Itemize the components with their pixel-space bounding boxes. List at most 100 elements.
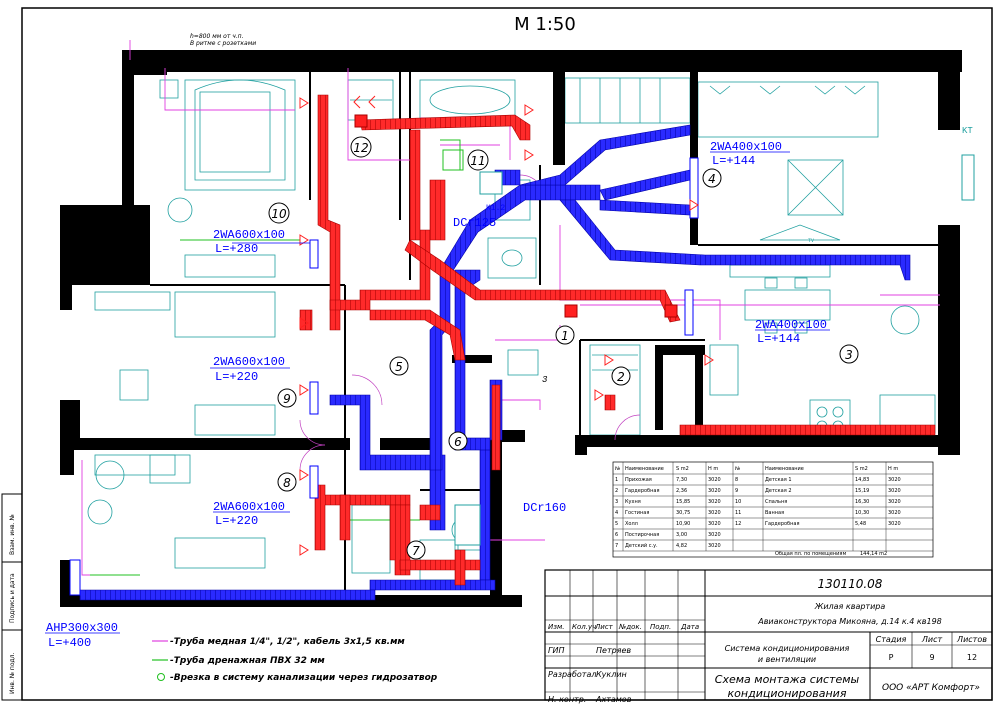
legend: -Труба медная 1/4", 1/2", кабель 3x1,5 к… (152, 636, 438, 683)
rooms-table-header-cell: № (615, 466, 621, 472)
ac-unit-8 (309, 465, 319, 499)
margin-label-inventory: Инв. № подл. (9, 653, 16, 694)
sheets-header: Листов (956, 635, 987, 644)
unit-label-10-level: L=+280 (215, 242, 258, 256)
sheet-value: 9 (929, 653, 934, 662)
room-marker-8: 8 (277, 472, 297, 492)
rooms-table-cell: Гостиная (625, 510, 649, 516)
room-marker-5: 5 (389, 356, 409, 376)
rooms-table-cell: Холл (625, 521, 638, 527)
indoor-units (69, 114, 975, 596)
rev-header-izm: Изм. (548, 623, 564, 631)
svg-text:3: 3 (845, 348, 853, 362)
title-project-line1: Жилая квартира (814, 602, 886, 611)
rooms-table-cell: 3020 (708, 532, 721, 538)
rooms-table-cell: Ванная (765, 510, 784, 516)
rooms-table-cell: Гардеробная (765, 521, 799, 527)
rooms-table-cell: 10,90 (676, 521, 690, 527)
room-markers: 1 2 3 4 5 6 7 8 9 10 11 12 (268, 136, 859, 560)
rooms-table-cell: Гардеробная (625, 488, 659, 494)
title-system-line2: и вентиляции (758, 655, 816, 664)
rooms-table-cell: 5 (615, 521, 618, 527)
company-name: ООО «АРТ Комфорт» (882, 683, 980, 693)
rooms-table-cell: 14,83 (855, 477, 869, 483)
small-mark: 3 (542, 375, 548, 385)
rooms-table-cell: 7 (615, 543, 618, 549)
rooms-table-cell: 4,82 (676, 543, 687, 549)
top-note-2: В ритме с розетками (190, 40, 256, 47)
svg-text:11: 11 (470, 154, 485, 168)
rooms-table-header-cell: S m2 (855, 466, 868, 472)
room-marker-12: 12 (350, 136, 372, 158)
supply-markers (299, 95, 714, 556)
room-marker-9: 9 (277, 388, 297, 408)
partitions (150, 72, 938, 600)
rooms-table-cell: Кухня (625, 499, 641, 505)
room-marker-1: 1 (555, 325, 575, 345)
rooms-table-cell: 8 (735, 477, 738, 483)
legend-drain-pipe: -Труба дренажная ПВХ 32 мм (170, 655, 325, 666)
title-project-line2: Авиаконструктора Микояна, д.14 к.4 кв198 (757, 617, 942, 626)
svg-text:2: 2 (617, 370, 625, 384)
tv-label: TV (808, 238, 814, 244)
title-code: 130110.08 (818, 577, 883, 591)
scale-label: M 1:50 (514, 14, 576, 35)
svg-text:6: 6 (454, 435, 462, 449)
rev-header-kolych: Кол.уч (572, 623, 596, 631)
svg-text:1: 1 (561, 329, 569, 343)
rooms-table-total-value: 144,14 m2 (860, 551, 887, 557)
rooms-table-cell: 3020 (708, 510, 721, 516)
rooms-table-cell: 16,30 (855, 499, 869, 505)
rooms-table-cell: 3020 (708, 521, 721, 527)
rooms-table-cell: 1 (615, 477, 618, 483)
ac-unit-10 (309, 239, 319, 269)
rooms-table-cell: 3020 (888, 477, 901, 483)
rooms-table-cell: Детский с.у. (625, 542, 658, 549)
svg-text:8: 8 (283, 476, 291, 490)
person-role-dev: Разработал (548, 670, 596, 679)
legend-sewer-connection: -Врезка в систему канализации через гидр… (170, 673, 438, 683)
kt-label: KT (962, 126, 973, 136)
unit-label-10-name: 2WA600x100 (213, 228, 285, 242)
rev-header-list: Лист (594, 623, 614, 631)
rooms-table-cell: Постирочная (625, 532, 659, 538)
margin-label-signature: Подпись и дата (9, 573, 16, 623)
person-name-control: Ахтамов (595, 695, 632, 704)
unit-label-ahp-name: AHP300x300 (46, 621, 118, 635)
unit-label-9-name: 2WA600x100 (213, 355, 285, 369)
rooms-table-cell: 3,00 (676, 532, 687, 538)
outdoor-label-dcr160: DCr160 (523, 501, 566, 515)
unit-labels: 2WA600x100 L=+280 2WA600x100 L=+220 2WA6… (45, 126, 973, 650)
rooms-table-header-cell: Наименование (765, 466, 804, 472)
rooms-table-header-cell: № (735, 466, 741, 472)
sheets-value: 12 (967, 653, 977, 662)
unit-label-ahp-level: L=+400 (48, 636, 91, 650)
rooms-table-cell: 12 (735, 521, 741, 527)
ac-unit-4 (689, 157, 699, 219)
title-system-line1: Система кондиционирования (725, 644, 850, 653)
rooms-table-total-label: Общая пл. по помещениям (775, 551, 846, 557)
rooms-table-cell: 11 (735, 510, 741, 516)
rooms-table-cell: Спальня (765, 499, 787, 505)
room-marker-10: 10 (268, 202, 290, 224)
rooms-table-header-cell: Наименование (625, 466, 664, 472)
room-marker-2: 2 (611, 366, 631, 386)
rooms-table-cell: 3020 (708, 488, 721, 494)
ac-unit-ahp (69, 559, 81, 596)
sheet-header: Лист (921, 635, 943, 644)
unit-label-8-level: L=+220 (215, 514, 258, 528)
sheet-title-line1: Схема монтажа системы (715, 673, 860, 686)
outdoor-label-k12: K1.2 (486, 204, 505, 213)
stage-value: Р (889, 653, 894, 662)
person-role-gip: ГИП (548, 646, 564, 655)
unit-label-3-name: 2WA400x100 (755, 318, 827, 332)
rooms-table-cell: 10 (735, 499, 741, 505)
rev-header-doc: №док. (618, 623, 642, 631)
rooms-table-cell: 15,19 (855, 488, 869, 494)
svg-text:4: 4 (708, 172, 716, 186)
outdoor-unit-2 (454, 504, 481, 546)
kt-unit (961, 154, 975, 201)
rooms-table-cell: 3020 (708, 477, 721, 483)
rooms-table-cell: 4 (615, 510, 618, 516)
